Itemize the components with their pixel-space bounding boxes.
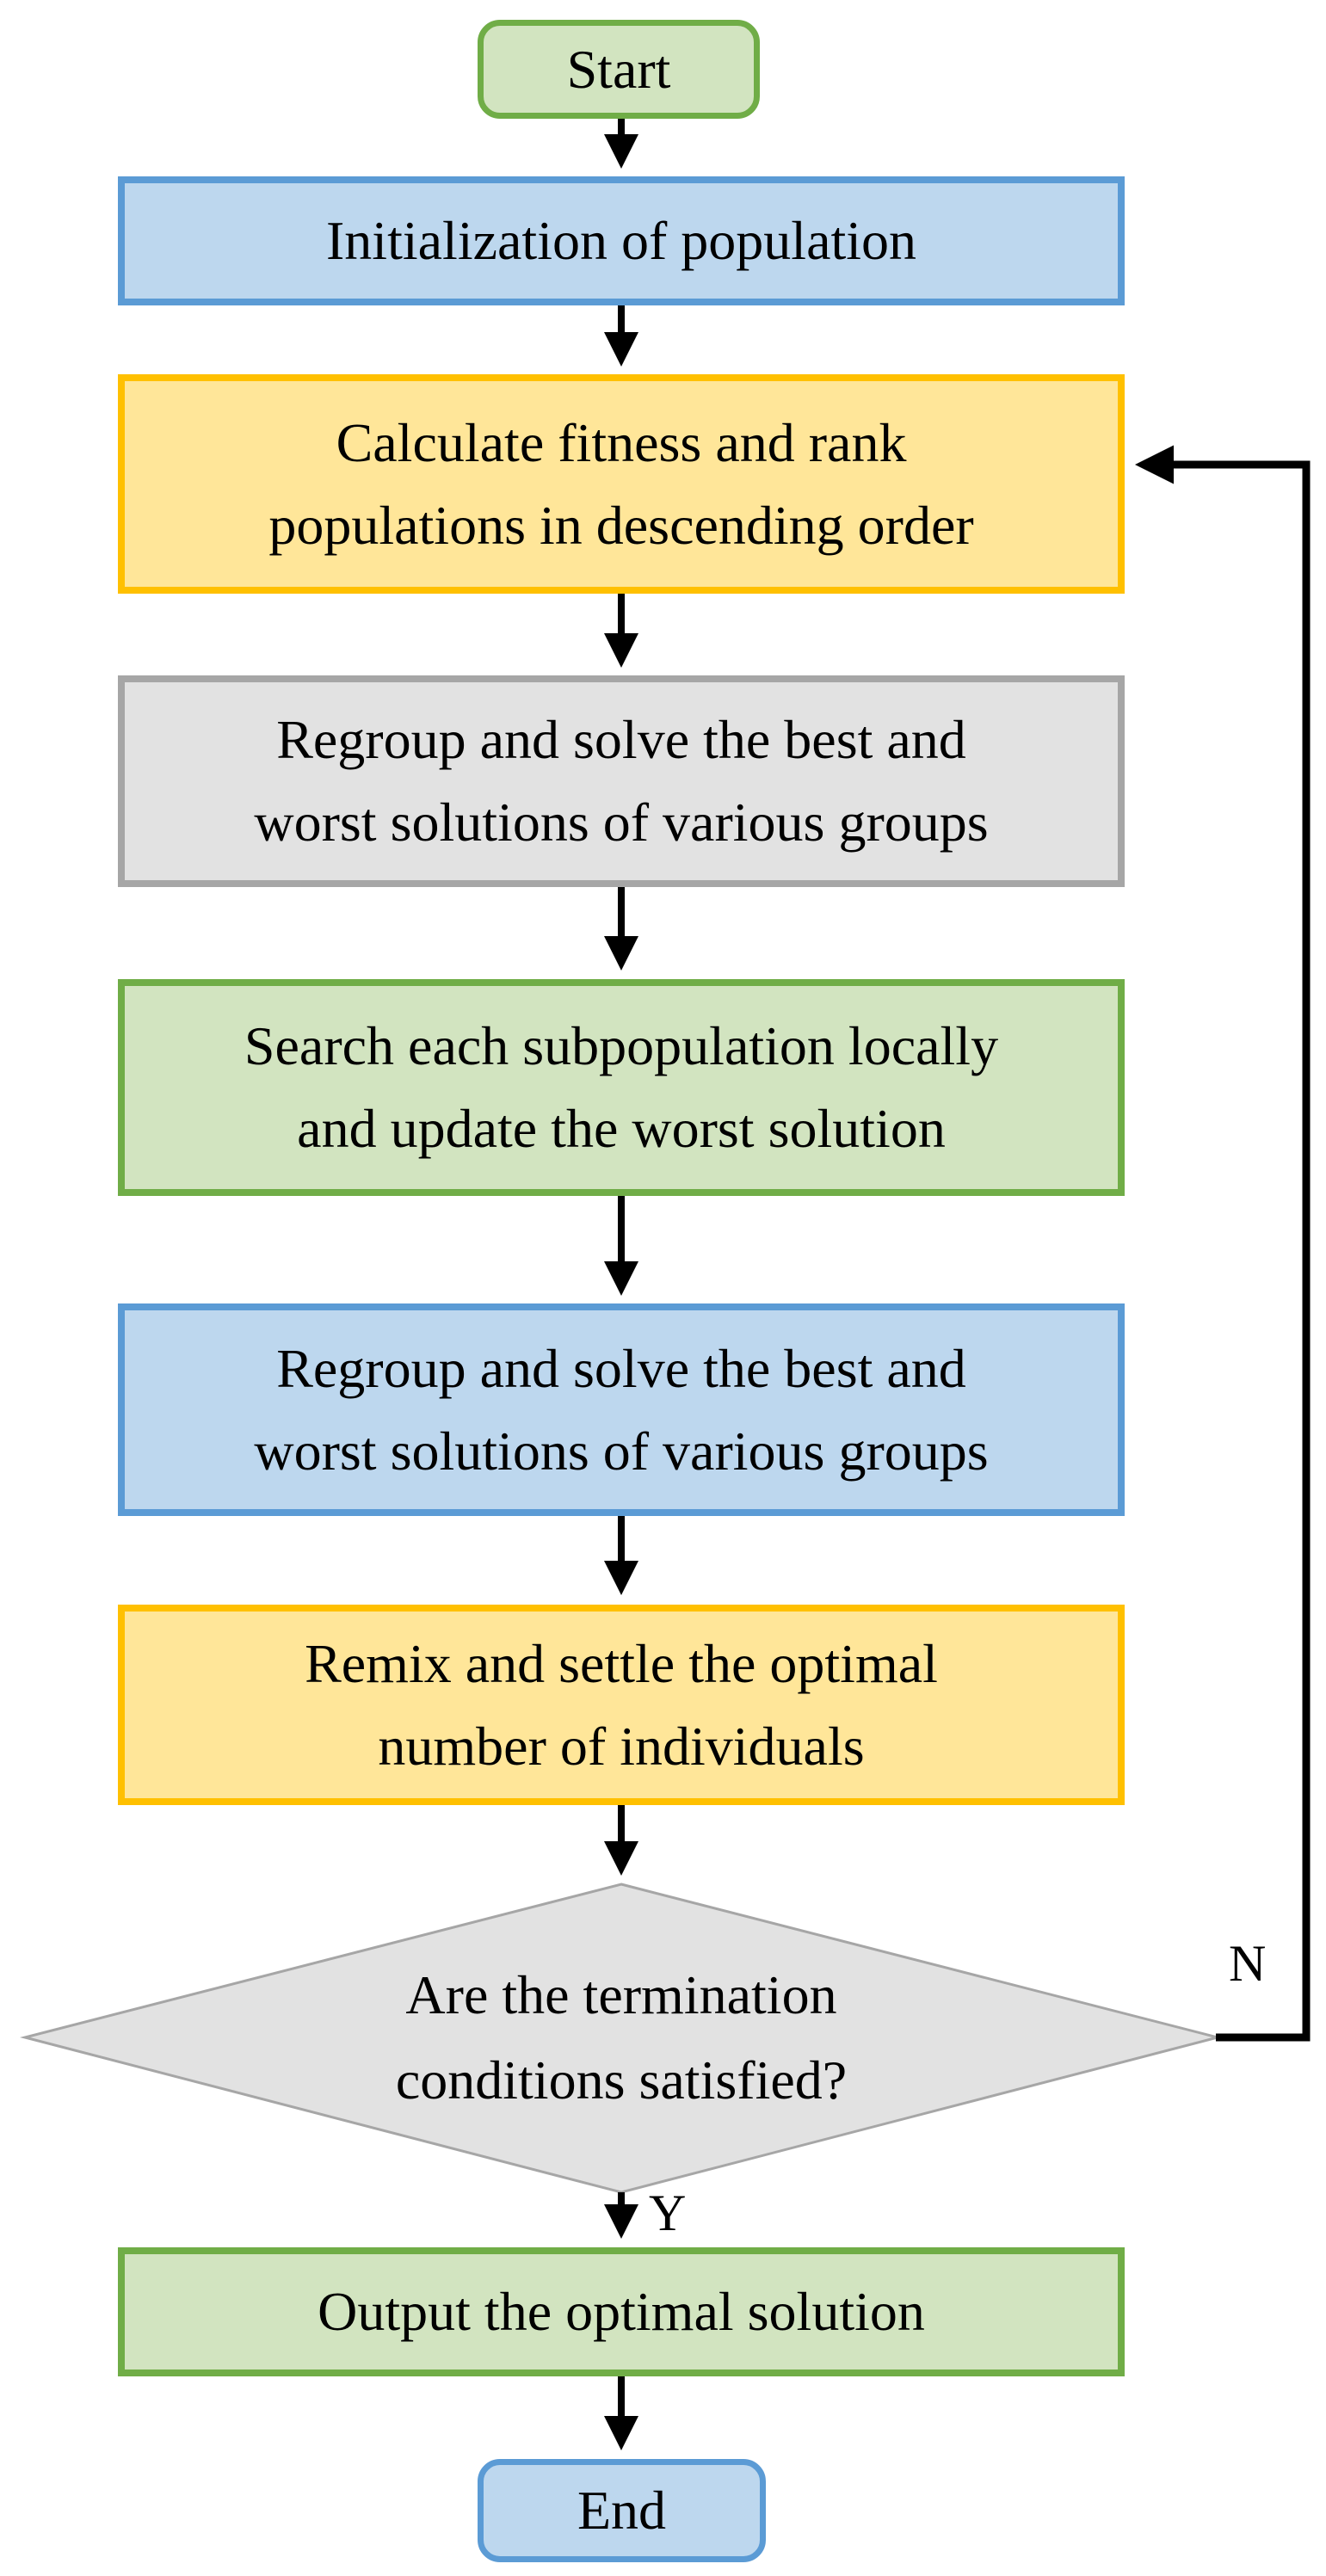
arrow-decision-no-loopback — [1135, 445, 1311, 2042]
node-regroup-1: Regroup and solve the best and worst sol… — [118, 675, 1125, 887]
node-start: Start — [478, 20, 760, 119]
edge-label-yes: Y — [649, 2185, 687, 2241]
node-remix: Remix and settle the optimal number of i… — [118, 1605, 1125, 1805]
node-regroup-2: Regroup and solve the best and worst sol… — [118, 1303, 1125, 1516]
node-output-solution: Output the optimal solution — [118, 2247, 1125, 2376]
node-end: End — [478, 2459, 766, 2562]
edge-label-no: N — [1229, 1935, 1267, 1992]
node-termination-decision: Are the termination conditions satisfied… — [395, 1963, 848, 2111]
node-calculate-fitness: Calculate fitness and rank populations i… — [118, 374, 1125, 594]
node-initialization: Initialization of population — [118, 176, 1125, 305]
node-local-search: Search each subpopulation locally and up… — [118, 979, 1125, 1196]
